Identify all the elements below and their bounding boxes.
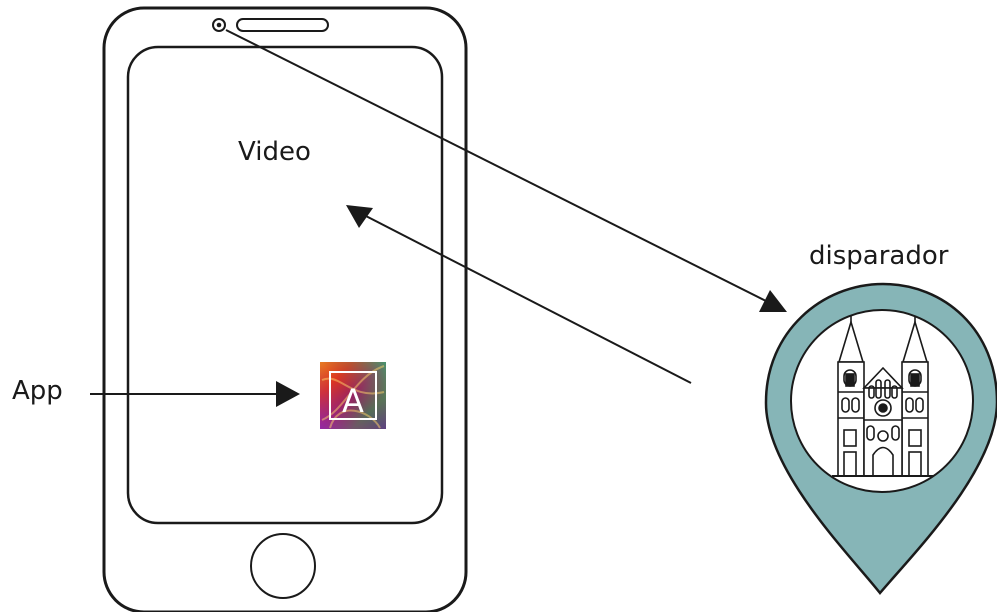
camera-icon [212,18,226,32]
trigger-label: disparador [809,241,949,271]
video-label: Video [238,137,311,167]
home-button-icon[interactable] [250,533,316,599]
app-label: App [12,376,63,406]
trigger-to-video-arrow [346,205,692,384]
speaker-icon [236,18,329,32]
trigger-pin[interactable] [764,282,997,595]
app-logo-icon[interactable]: A [320,362,386,429]
phone [102,6,468,612]
phone-screen [126,45,444,525]
church-icon [832,316,934,477]
app-arrow [90,381,300,407]
camera-to-trigger-arrow [225,29,787,312]
app-logo-letter: A [342,382,364,420]
